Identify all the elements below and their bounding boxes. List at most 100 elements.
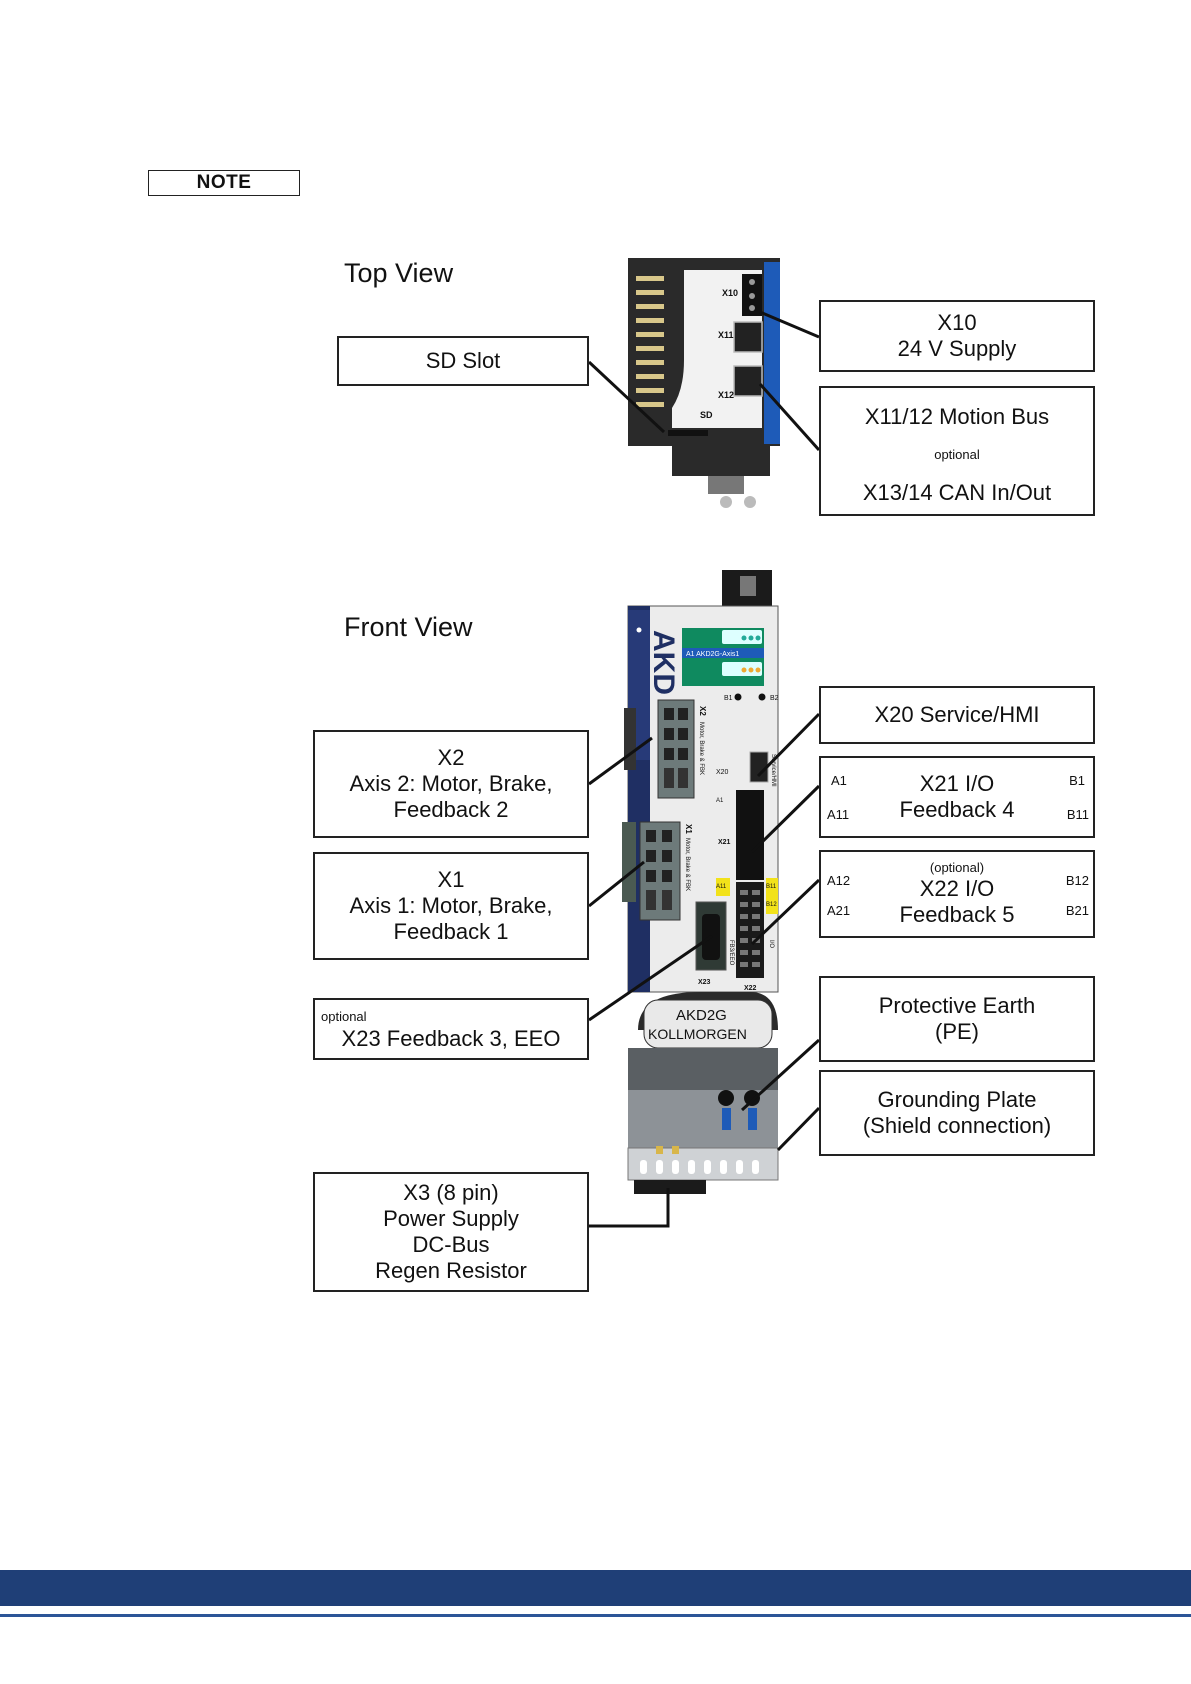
top-label-x10: X10 bbox=[722, 288, 738, 298]
footer-band bbox=[0, 1570, 1191, 1606]
top-label-sd: SD bbox=[700, 410, 713, 420]
x11-connector bbox=[733, 321, 763, 353]
x21-b1: B1 bbox=[1069, 773, 1085, 788]
callout-pe: Protective Earth (PE) bbox=[819, 976, 1095, 1062]
label-x2: X2 bbox=[698, 706, 707, 716]
top-view-heading: Top View bbox=[344, 258, 454, 288]
top-view-device: X10 X11 X12 SD bbox=[628, 258, 780, 508]
leader-x23 bbox=[588, 934, 713, 1022]
label-fb3: FB3/EEO bbox=[728, 940, 734, 966]
callout-x3-line2: Power Supply bbox=[383, 1206, 519, 1231]
note-label: NOTE bbox=[148, 170, 300, 196]
leader-pe bbox=[740, 1038, 821, 1112]
x22-a12: A12 bbox=[827, 873, 851, 888]
callout-x11-12-optional: optional bbox=[934, 447, 980, 462]
callout-x2: X2 Axis 2: Motor, Brake, Feedback 2 bbox=[313, 730, 589, 838]
callout-x21-line2: Feedback 4 bbox=[899, 797, 1015, 822]
callout-x2-line3: Feedback 2 bbox=[393, 797, 509, 822]
x22-b12: B12 bbox=[1065, 873, 1089, 888]
leader-x10 bbox=[759, 310, 820, 339]
callout-x22: A12 B12 (optional) X22 I/O Feedback 5 A2… bbox=[819, 850, 1095, 938]
x21-a1: A1 bbox=[831, 773, 847, 788]
label-b1: B1 bbox=[724, 695, 733, 702]
callout-x22-optional: (optional) bbox=[929, 860, 985, 875]
plate-line1: AKD2G bbox=[676, 1007, 727, 1024]
leader-x11-12 bbox=[758, 383, 821, 451]
callout-x21: A1 B1 X21 I/O Feedback 4 A11 B11 bbox=[819, 756, 1095, 838]
callout-x1-line3: Feedback 1 bbox=[393, 919, 509, 944]
callout-grounding-line1: Grounding Plate bbox=[877, 1087, 1037, 1112]
callout-x22-line1: X22 I/O bbox=[919, 876, 995, 901]
callout-x23-optional: optional bbox=[321, 1009, 367, 1024]
label-x22: X22 bbox=[744, 985, 757, 992]
callout-x11-12-line1: X11/12 Motion Bus bbox=[864, 404, 1050, 429]
plate-line2: KOLLMORGEN bbox=[648, 1026, 747, 1042]
front-view-device: AKD A1 AKD2G-Axis1 B1 B2 X2 Motor, Brake… bbox=[622, 570, 779, 1194]
callout-x3-line1: X3 (8 pin) bbox=[403, 1180, 499, 1205]
leader-x21 bbox=[750, 784, 821, 854]
leader-x1 bbox=[588, 860, 645, 908]
top-label-x12: X12 bbox=[718, 390, 734, 400]
label-b12: B12 bbox=[766, 902, 777, 908]
callout-x3-line4: Regen Resistor bbox=[375, 1258, 527, 1283]
front-view-heading: Front View bbox=[344, 612, 473, 642]
leader-grounding bbox=[776, 1106, 821, 1152]
callout-x10: X10 24 V Supply bbox=[819, 300, 1095, 372]
callout-sd-slot-text: SD Slot bbox=[425, 348, 501, 373]
label-x20: X20 bbox=[716, 769, 729, 776]
display-text: A1 AKD2G-Axis1 bbox=[686, 651, 739, 658]
leader-x2 bbox=[588, 736, 653, 786]
callout-x1-line2: Axis 1: Motor, Brake, bbox=[349, 893, 553, 918]
leader-x3 bbox=[589, 1188, 670, 1228]
label-x1: X1 bbox=[684, 824, 693, 834]
callout-grounding: Grounding Plate (Shield connection) bbox=[819, 1070, 1095, 1156]
x12-connector bbox=[733, 365, 763, 397]
callout-x3: X3 (8 pin) Power Supply DC-Bus Regen Res… bbox=[313, 1172, 589, 1292]
callout-grounding-line2: (Shield connection) bbox=[862, 1113, 1052, 1138]
top-label-x11: X11 bbox=[718, 330, 734, 340]
callout-x2-line2: Axis 2: Motor, Brake, bbox=[349, 771, 553, 796]
callout-x1: X1 Axis 1: Motor, Brake, Feedback 1 bbox=[313, 852, 589, 960]
x22-b21: B21 bbox=[1065, 903, 1089, 918]
callout-x22-line2: Feedback 5 bbox=[899, 902, 1015, 927]
label-x20-desc: Service/HMI bbox=[770, 754, 776, 787]
x3-connector bbox=[634, 1180, 706, 1194]
callout-x23-line1: X23 Feedback 3, EEO bbox=[341, 1026, 561, 1051]
callout-x2-line1: X2 bbox=[437, 745, 465, 770]
callout-sd-slot: SD Slot bbox=[337, 336, 589, 386]
leader-lines bbox=[587, 310, 821, 1228]
callout-x20: X20 Service/HMI bbox=[819, 686, 1095, 744]
x21-b11: B11 bbox=[1066, 807, 1089, 822]
label-x21: X21 bbox=[718, 839, 731, 846]
top-blue-strip bbox=[764, 262, 780, 444]
callout-pe-line2: (PE) bbox=[935, 1019, 979, 1044]
callout-x23: optional X23 Feedback 3, EEO bbox=[313, 998, 589, 1060]
callout-x10-line2: 24 V Supply bbox=[897, 336, 1017, 361]
label-x2-desc: Motor, Brake & FBK bbox=[698, 722, 704, 775]
callout-x1-line1: X1 bbox=[437, 867, 465, 892]
leader-sd bbox=[587, 360, 666, 434]
callout-x10-line1: X10 bbox=[937, 310, 977, 335]
callout-x11-12: X11/12 Motion Bus optional X13/14 CAN In… bbox=[819, 386, 1095, 516]
label-a1: A1 bbox=[716, 798, 724, 804]
brand-akd: AKD bbox=[647, 630, 680, 695]
label-io: I/O bbox=[768, 940, 774, 948]
x21-terminal bbox=[736, 790, 764, 880]
label-b2: B2 bbox=[770, 695, 779, 702]
x2-connector bbox=[657, 699, 695, 799]
label-b11: B11 bbox=[766, 884, 777, 890]
leader-x20 bbox=[756, 712, 821, 778]
leader-x22 bbox=[750, 878, 821, 946]
callout-x11-12-line2: X13/14 CAN In/Out bbox=[862, 480, 1052, 505]
sd-slot bbox=[668, 430, 708, 436]
callout-x20-text: X20 Service/HMI bbox=[874, 702, 1040, 727]
callout-x21-line1: X21 I/O bbox=[919, 771, 995, 796]
x21-a11: A11 bbox=[827, 807, 850, 822]
callout-x3-line3: DC-Bus bbox=[412, 1232, 490, 1257]
callout-pe-line1: Protective Earth bbox=[878, 993, 1036, 1018]
pe-screw-left bbox=[718, 1090, 734, 1106]
x22-a21: A21 bbox=[827, 903, 851, 918]
label-a11: A11 bbox=[716, 884, 727, 890]
footer-line bbox=[0, 1614, 1191, 1617]
